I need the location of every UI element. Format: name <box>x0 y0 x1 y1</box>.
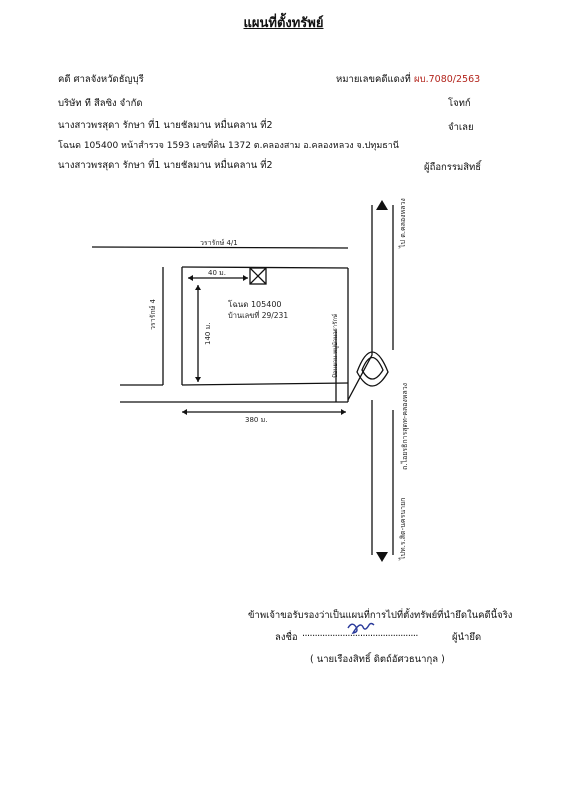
plot-marker <box>249 267 267 285</box>
plaintiff-name: บริษัท ที สีลซิง จำกัด <box>58 98 143 109</box>
case-court: คดี ศาลจังหวัดธัญบุรี <box>58 74 144 85</box>
house-note: บ้านเลขที่ 29/231 <box>228 311 289 320</box>
soi-top-label: วรารักษ์ 4/1 <box>200 239 238 247</box>
case-number-value: ผบ.7080/2563 <box>414 74 481 85</box>
roundabout <box>356 351 389 387</box>
deed-note: โฉนด 105400 <box>228 300 282 309</box>
certification-statement: ข้าพเจ้าขอรับรองว่าเป็นแผนที่การไปที่ตั้… <box>248 610 513 621</box>
width-label: 40 ม. <box>208 269 226 277</box>
main-road-left-edge <box>347 205 373 401</box>
sign-role: ผู้นำยึด <box>452 632 482 643</box>
plaintiff-role: โจทก์ <box>448 98 471 109</box>
distance-label: 380 ม. <box>245 416 268 424</box>
sign-label: ลงชื่อ <box>275 632 298 643</box>
owner-role: ผู้ถือกรรมสิทธิ์ <box>424 162 482 173</box>
case-number-label: หมายเลขคดีแดงที่ <box>336 74 411 85</box>
owners: นางสาวพรสุดา รักษา ที่1 นายชัลมาน หมื่นค… <box>58 160 273 171</box>
page-title: แผนที่ตั้งทรัพย์ <box>243 16 324 31</box>
soi-top-upper-edge <box>91 246 349 249</box>
access-road-upper-edge <box>181 382 349 386</box>
signer-name: ( นายเรืองสิทธิ์ ดิตถ์อัศวธนากุล ) <box>310 654 445 665</box>
defendant-role: จำเลย <box>448 122 474 133</box>
defendants: นางสาวพรสุดา รักษา ที่1 นายชัลมาน หมื่นค… <box>58 120 273 131</box>
sign-dots: ........................................… <box>302 628 418 639</box>
title-deed: โฉนด 105400 หน้าสำรวจ 1593 เลขที่ดิน 137… <box>58 141 399 151</box>
